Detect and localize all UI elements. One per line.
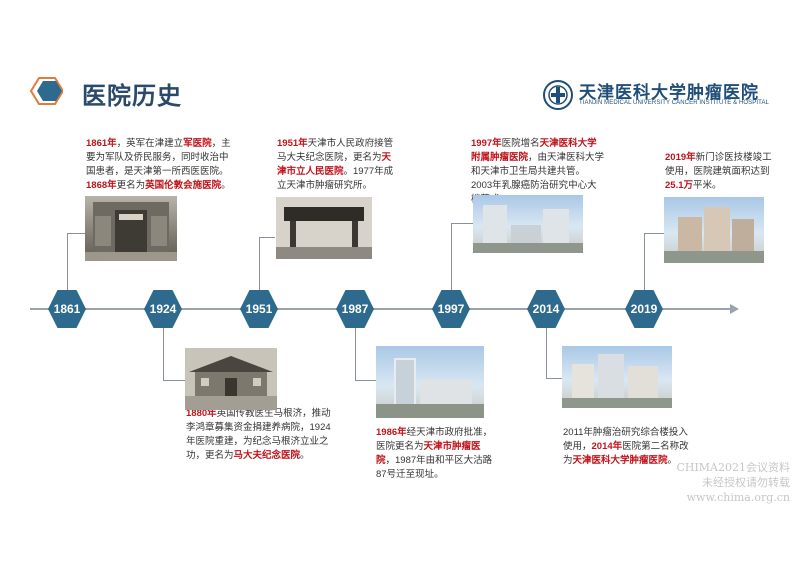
year-node-1924: 1924 [144, 290, 182, 328]
year-node-1997: 1997 [432, 290, 470, 328]
connector-2014-h [546, 378, 562, 379]
event-text-1951: 1951年天津市人民政府接管马大夫纪念医院，更名为天津市立人民医院。1977年成… [277, 138, 394, 191]
watermark-line-1: CHIMA2021会议资料 [676, 461, 790, 474]
photo-peoples-hospital-1951 [276, 197, 372, 259]
year-node-1861: 1861 [48, 290, 86, 328]
connector-1987 [355, 328, 356, 380]
hospital-logo: 天津医科大学肿瘤医院 TIANJIN MEDICAL UNIVERSITY CA… [543, 78, 769, 114]
connector-1997 [451, 223, 452, 290]
watermark-line-2: 未经授权请勿转载 [702, 476, 790, 489]
logo-chinese-name: 天津医科大学肿瘤医院 [579, 83, 759, 102]
watermark: CHIMA2021会议资料 未经授权请勿转载 www.chima.org.cn [650, 460, 790, 505]
title-diamond-icon [29, 77, 63, 105]
page-title: 医院历史 [82, 83, 182, 110]
photo-affiliated-hospital-1997 [473, 195, 583, 253]
watermark-line-3: www.chima.org.cn [686, 491, 790, 504]
event-text-1987: 1986年经天津市政府批准，医院更名为天津市肿瘤医院，1987年由和平区大沽路8… [376, 427, 493, 480]
timeline-axis [30, 308, 736, 310]
photo-military-hospital-1861 [85, 196, 177, 261]
connector-1924 [163, 328, 164, 380]
connector-2019 [644, 233, 645, 290]
photo-research-building-2014 [562, 346, 672, 408]
connector-1997-h [451, 223, 473, 224]
event-text-2019: 2019年新门诊医技楼竣工使用，医院建筑面积达到25.1万平米。 [665, 152, 772, 191]
event-text-1861: 1861年，英军在津建立军医院，主要为军队及侨民服务，同时收治中国患者，是天津第… [86, 138, 231, 191]
connector-1861-h [67, 233, 85, 234]
logo-english-name: TIANJIN MEDICAL UNIVERSITY CANCER INSTIT… [579, 100, 769, 106]
year-node-1987: 1987 [336, 290, 374, 328]
year-node-2014: 2014 [527, 290, 565, 328]
hospital-emblem-icon [543, 80, 573, 110]
connector-1951-h [259, 237, 275, 238]
photo-outpatient-building-2019 [664, 197, 764, 263]
year-node-2019: 2019 [625, 290, 663, 328]
event-text-2014: 2011年肿瘤治研究综合楼投入使用，2014年医院第二名称改为天津医科大学肿瘤医… [563, 427, 689, 466]
photo-mackenzie-hospital-1924 [185, 348, 277, 410]
event-text-1924: 1880年英国传教医生马根济，推动李鸿章募集资金捐建养病院，1924年医院重建，… [186, 408, 331, 461]
connector-2019-h [644, 233, 664, 234]
connector-1861 [67, 233, 68, 290]
connector-1951 [259, 237, 260, 290]
connector-1987-h [355, 380, 377, 381]
connector-2014 [546, 328, 547, 378]
timeline-arrow-icon [730, 304, 739, 314]
photo-cancer-hospital-1987 [376, 346, 484, 418]
connector-1924-h [163, 380, 185, 381]
year-node-1951: 1951 [240, 290, 278, 328]
